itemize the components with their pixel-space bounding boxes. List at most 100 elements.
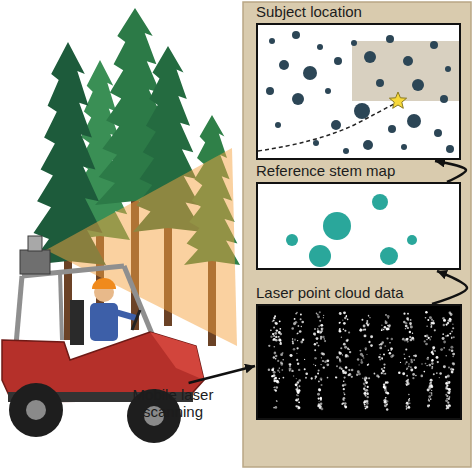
point (272, 321, 273, 322)
point (318, 381, 320, 383)
point (385, 383, 386, 384)
point (320, 330, 323, 333)
point (323, 366, 325, 368)
point (387, 392, 390, 395)
point (433, 373, 435, 375)
point (443, 319, 446, 322)
point (270, 336, 272, 338)
point (289, 370, 291, 372)
point (276, 400, 277, 401)
point (363, 382, 366, 385)
point (274, 377, 276, 379)
point (358, 364, 359, 365)
point (384, 326, 387, 329)
point (341, 403, 343, 405)
point (273, 374, 276, 377)
point (298, 379, 301, 382)
map-panel: Laser point cloud data (256, 284, 462, 420)
point (421, 375, 424, 378)
point (318, 345, 320, 347)
point (320, 378, 323, 381)
scanner-unit (20, 250, 50, 274)
point (443, 341, 446, 344)
point (404, 354, 405, 355)
point (277, 360, 279, 362)
point (392, 354, 395, 357)
point (407, 341, 409, 343)
point (320, 324, 323, 327)
point (383, 386, 386, 389)
point (379, 354, 381, 356)
point (295, 399, 297, 401)
point (450, 346, 453, 349)
point (430, 379, 433, 382)
point (314, 349, 316, 351)
point (381, 341, 384, 344)
point (412, 373, 415, 376)
point (292, 341, 294, 343)
point (447, 322, 449, 324)
point (386, 403, 387, 404)
point (320, 398, 322, 400)
steering-wheel (132, 310, 140, 330)
point (386, 328, 389, 331)
point (385, 314, 387, 316)
panel-heading: Laser point cloud data (256, 284, 462, 301)
point (408, 400, 409, 401)
point (440, 348, 443, 351)
point (364, 376, 367, 379)
point (405, 328, 406, 329)
point (423, 371, 425, 373)
point (432, 346, 435, 349)
point (379, 344, 380, 345)
point (314, 343, 316, 345)
point (425, 317, 427, 319)
tree-stem (364, 51, 376, 63)
point (448, 398, 450, 400)
point (428, 364, 431, 367)
point (273, 320, 275, 322)
point (404, 358, 406, 360)
point (321, 328, 323, 330)
point (295, 388, 297, 390)
point (386, 400, 388, 402)
point (364, 404, 366, 406)
point (364, 329, 366, 331)
point (276, 329, 278, 331)
map-frame (256, 23, 461, 160)
point (339, 358, 341, 360)
point (296, 353, 297, 354)
point (276, 380, 279, 383)
point (293, 375, 294, 376)
point (431, 322, 434, 325)
point (407, 327, 409, 329)
point (415, 367, 416, 368)
point (385, 373, 387, 375)
point (386, 408, 388, 410)
point (311, 377, 313, 379)
point (407, 379, 409, 381)
map-graphic (258, 184, 459, 268)
point (297, 381, 300, 384)
point (359, 350, 361, 352)
point (384, 367, 386, 369)
point (405, 348, 407, 350)
point (273, 317, 275, 319)
point (431, 390, 432, 391)
point (368, 377, 370, 379)
point (326, 363, 329, 366)
point (428, 400, 430, 402)
point (388, 317, 390, 319)
point (291, 370, 293, 372)
point (277, 381, 280, 384)
point (368, 364, 369, 365)
point (424, 340, 426, 342)
point (305, 377, 307, 379)
point (431, 325, 433, 327)
point (274, 315, 276, 317)
point (339, 328, 341, 330)
point (443, 347, 445, 349)
stem-circle (309, 245, 331, 267)
point (360, 361, 363, 364)
point (388, 325, 391, 328)
